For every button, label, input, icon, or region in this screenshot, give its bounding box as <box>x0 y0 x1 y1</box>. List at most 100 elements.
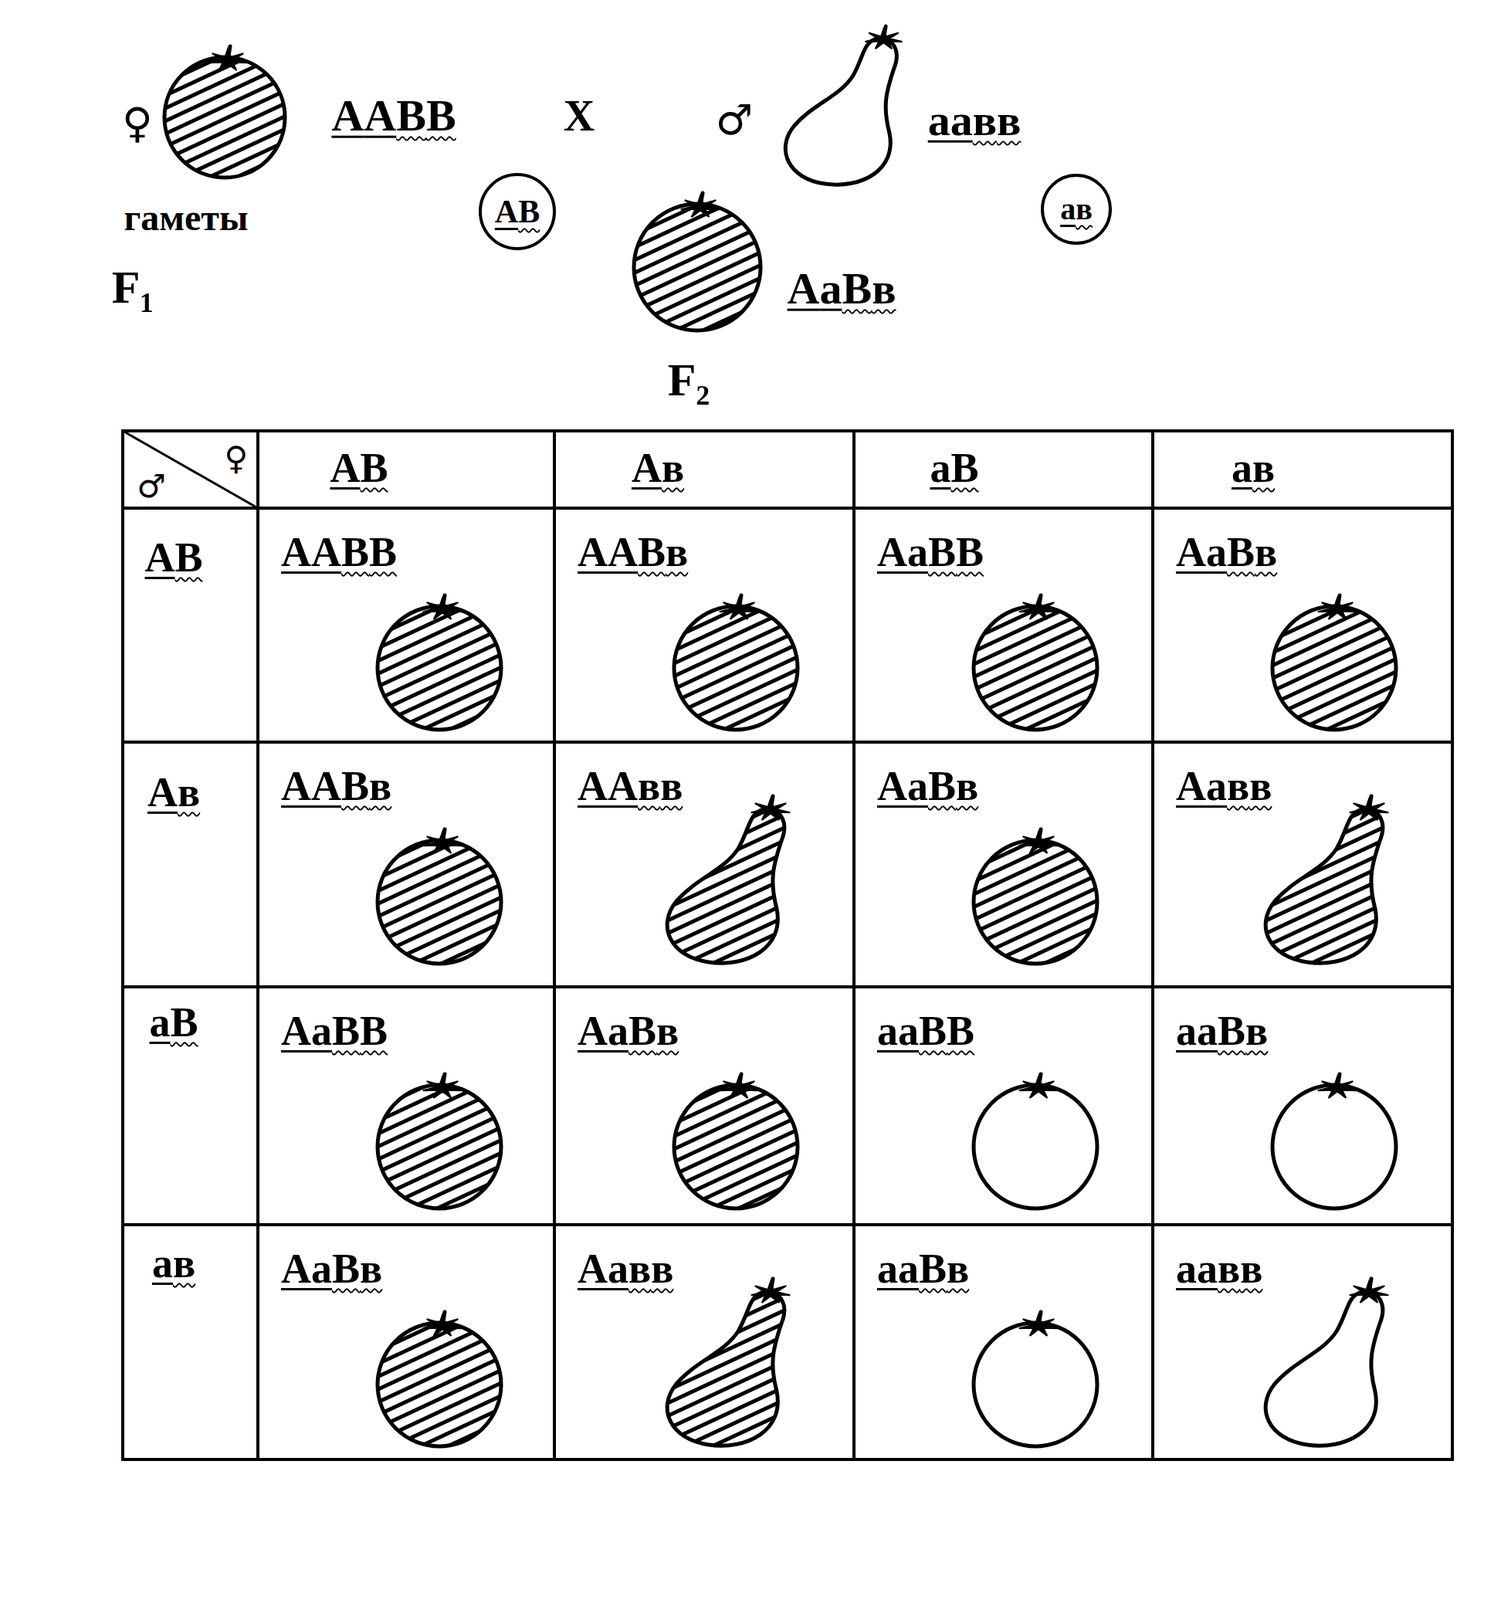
allele-letter: A <box>311 762 342 810</box>
allele-letter: a <box>149 999 170 1046</box>
round-fruit <box>377 840 502 964</box>
gamete-header: aв <box>1231 443 1275 492</box>
gamete-circle: aв <box>1040 173 1112 245</box>
round-fruit <box>633 203 761 331</box>
round-fruit <box>973 840 1098 964</box>
cross-sign: X <box>563 91 595 141</box>
stem <box>227 46 231 61</box>
allele-letter: A <box>363 90 397 141</box>
allele-letter: A <box>877 528 908 576</box>
table-cell: AaBB <box>281 1006 388 1055</box>
allele-letter: a <box>1060 191 1076 227</box>
table-cell: AaBв <box>577 1006 679 1055</box>
allele-letter: A <box>1175 762 1207 810</box>
allele-letter: a <box>1175 1245 1197 1292</box>
allele-letter: a <box>607 1007 629 1054</box>
allele-letter: в <box>946 1245 970 1292</box>
allele-letter: в <box>1075 191 1093 227</box>
allele-letter: в <box>628 1245 651 1292</box>
allele-letter: A <box>331 90 364 141</box>
allele-letter: B <box>1226 528 1255 576</box>
allele-letter: A <box>147 769 178 816</box>
gamete-header: aв <box>152 1239 196 1288</box>
sex-symbol: ♀ <box>224 440 249 478</box>
round-fruit <box>973 606 1098 730</box>
allele-letter: a <box>877 1245 898 1292</box>
stem <box>738 595 742 610</box>
allele-letter: B <box>359 1007 388 1054</box>
table-cell: AABв <box>281 762 392 810</box>
table-cell: aaBв <box>1175 1006 1268 1055</box>
sex-symbol: ♀ <box>121 99 153 148</box>
allele-letter: в <box>177 769 200 816</box>
allele-letter: A <box>607 528 638 576</box>
allele-letter: в <box>172 1240 196 1287</box>
allele-letter: A <box>494 193 519 230</box>
stem <box>442 1311 445 1326</box>
allele-letter: B <box>426 90 457 141</box>
stem <box>1038 829 1041 844</box>
allele-letter: B <box>950 444 979 492</box>
round-fruit <box>377 606 502 730</box>
allele-letter: B <box>928 528 956 576</box>
allele-letter: a <box>929 444 951 492</box>
gamete-text: aв <box>1060 191 1093 228</box>
pear-fruit <box>667 1291 785 1446</box>
allele-letter: B <box>174 534 203 581</box>
fruit-group <box>164 26 1396 1447</box>
gamete-header: Aв <box>147 768 200 817</box>
gamete-text: AB <box>494 193 540 231</box>
allele-letter: B <box>918 1007 947 1054</box>
gamete-header: aB <box>149 998 198 1047</box>
allele-letter: A <box>281 528 312 576</box>
allele-letter: B <box>955 528 984 576</box>
stem <box>442 829 445 844</box>
allele-letter: в <box>369 762 392 810</box>
allele-letter: A <box>144 534 175 581</box>
allele-letter: B <box>918 1245 947 1292</box>
gamete-header: AB <box>144 533 203 582</box>
round-fruit <box>674 606 798 730</box>
allele-letter: в <box>1249 762 1272 810</box>
allele-letter: в <box>650 1245 674 1292</box>
stem <box>1368 796 1372 810</box>
round-fruit <box>1272 1084 1396 1209</box>
table-cell: AABB <box>281 528 397 577</box>
allele-letter: в <box>972 94 997 146</box>
sex-symbol: ♂ <box>136 467 167 505</box>
allele-letter: A <box>311 528 342 576</box>
allele-letter: B <box>946 1007 975 1054</box>
genotype: AABB <box>331 90 456 143</box>
stem <box>883 26 886 40</box>
allele-letter: a <box>877 1007 898 1054</box>
gamete-header: aB <box>929 443 979 492</box>
allele-letter: в <box>660 762 683 810</box>
allele-letter: a <box>1196 1245 1218 1292</box>
stem <box>1038 1311 1041 1326</box>
stem <box>1337 595 1340 610</box>
stem <box>1337 1074 1340 1088</box>
allele-letter: B <box>637 528 666 576</box>
allele-letter: в <box>1252 444 1275 492</box>
allele-letter: в <box>661 444 685 492</box>
table-cell: Aaвв <box>577 1244 674 1293</box>
allele-letter: B <box>518 193 540 230</box>
allele-letter: A <box>577 1245 608 1292</box>
table-cell: AaBв <box>1175 528 1278 577</box>
stem <box>1038 1074 1041 1088</box>
pear-fruit <box>667 809 785 963</box>
allele-letter: a <box>1175 1007 1197 1054</box>
allele-letter: в <box>871 263 896 314</box>
allele-letter: в <box>1226 762 1250 810</box>
allele-letter: a <box>311 1007 333 1054</box>
allele-letter: a <box>152 1240 173 1287</box>
allele-letter: a <box>897 1007 919 1054</box>
allele-letter: a <box>907 528 929 576</box>
gamete-header: AB <box>329 443 388 492</box>
allele-letter: B <box>396 90 427 141</box>
allele-letter: B <box>628 1007 657 1054</box>
allele-letter: в <box>1254 528 1278 576</box>
allele-letter: A <box>1175 528 1207 576</box>
pear-fruit <box>1265 1291 1383 1446</box>
allele-letter: B <box>841 263 872 314</box>
